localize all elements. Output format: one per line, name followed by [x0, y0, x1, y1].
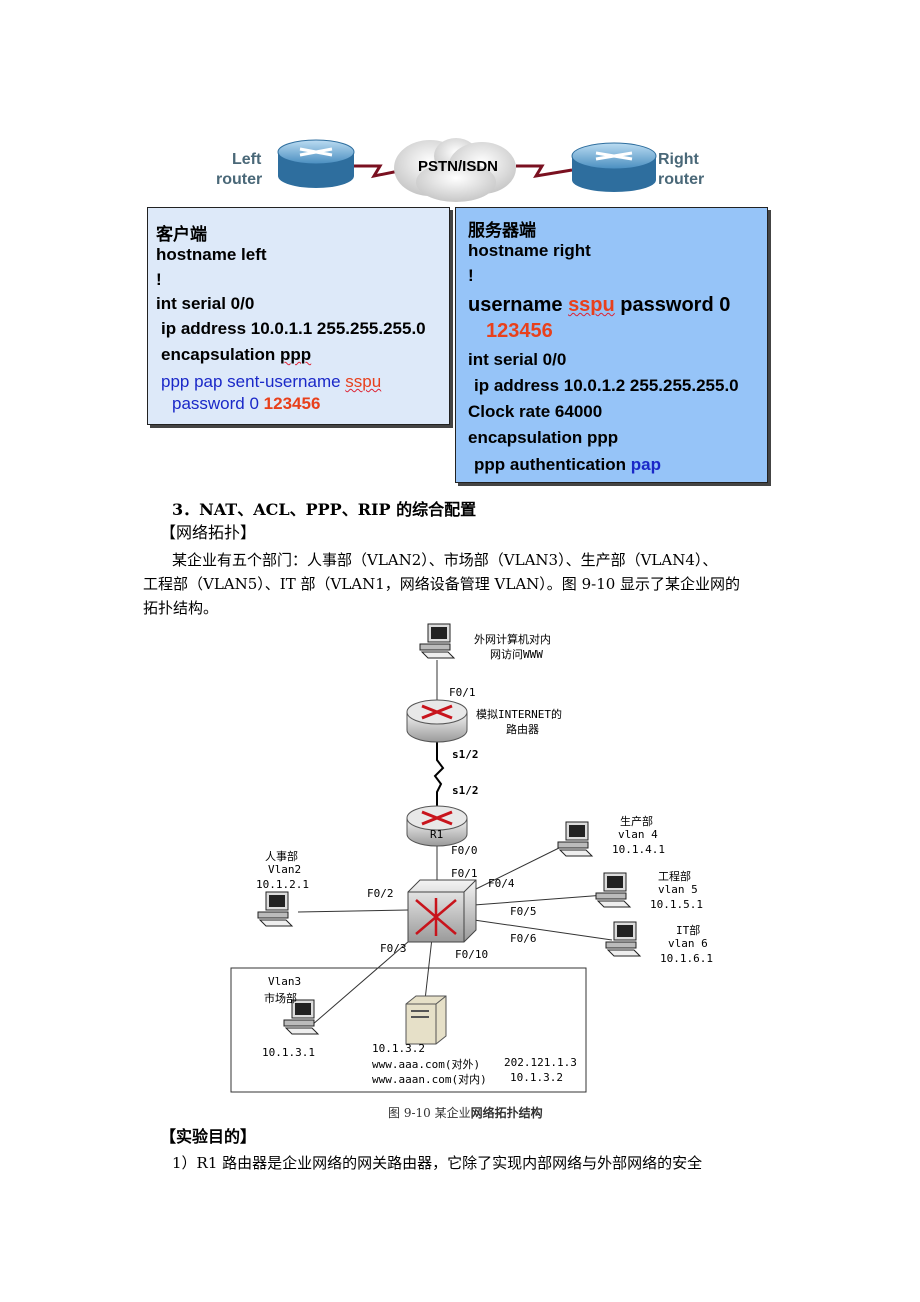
hr-vlan-label: Vlan2	[268, 863, 302, 876]
left-router-label-line2: router	[216, 171, 263, 188]
server-interface: int serial 0/0	[468, 350, 567, 369]
server-ip-label: 10.1.3.2	[372, 1042, 425, 1055]
engineering-pc-icon	[595, 872, 631, 908]
client-encap-prefix: encapsulation	[161, 345, 281, 364]
paragraph-line2: 工程部（VLAN5）、IT 部（VLAN1，网络设备管理 VLAN）。图 9-1…	[143, 575, 741, 593]
market-ip-label: 10.1.3.1	[262, 1046, 315, 1059]
topology-heading: 【网络拓扑】	[160, 523, 257, 542]
purpose-line1: 1）R1 路由器是企业网络的网关路由器，它除了实现内部网络与外部网络的安全	[172, 1154, 703, 1172]
client-ip: ip address 10.0.1.1 255.255.255.0	[161, 319, 426, 338]
internet-router-icon	[406, 699, 468, 743]
server-auth-prefix: ppp authentication	[474, 455, 631, 474]
client-hostname: hostname left	[156, 245, 267, 264]
figure-caption: 图 9-10 某企业网络拓扑结构	[388, 1104, 543, 1121]
client-pap-line: ppp pap sent-username sspu	[161, 372, 381, 392]
right-router-icon	[571, 142, 657, 192]
ext-pc-label-line1: 外网计算机对内	[474, 633, 551, 646]
hr-dept-label: 人事部	[265, 850, 298, 863]
server-internal-ip: 10.1.3.2	[510, 1071, 563, 1084]
left-router-label-line1: Left	[232, 151, 262, 168]
client-encap: encapsulation ppp	[161, 345, 311, 365]
left-router-icon	[277, 139, 355, 188]
server-title: 服务器端	[468, 221, 536, 240]
section-heading: 3．NAT、ACL、PPP、RIP 的综合配置	[172, 500, 477, 519]
right-router-label: Right router	[658, 150, 704, 190]
client-interface: int serial 0/0	[156, 294, 255, 313]
server-user-password: 123456	[486, 320, 553, 342]
server-user-name: sspu	[568, 294, 615, 316]
engineering-dept-label: 工程部	[658, 870, 691, 883]
production-dept-label: 生产部	[620, 815, 653, 828]
figure-caption-prefix: 图 9-10 某企业	[388, 1106, 471, 1120]
r1-router-icon	[406, 805, 468, 847]
port-f0-5-label: F0/5	[510, 905, 537, 918]
pstn-cloud-icon	[394, 138, 516, 202]
client-bang: !	[156, 270, 162, 289]
port-f0-10-label: F0/10	[455, 948, 489, 961]
ext-pc-label-line2: 网访问WWW	[490, 648, 543, 661]
server-user-suffix: password 0	[614, 294, 731, 316]
client-pap-prefix: ppp pap sent-username	[161, 372, 346, 391]
market-dept-label: 市场部	[264, 992, 297, 1005]
production-vlan-label: vlan 4	[618, 828, 658, 841]
server-config-box: 服务器端 hostname right ! username sspu pass…	[455, 207, 768, 483]
server-bang: !	[468, 266, 474, 285]
figure-caption-bold: 网络拓扑结构	[470, 1106, 543, 1120]
client-title: 客户端	[156, 225, 207, 244]
ppp-link-graphic	[277, 138, 657, 202]
paragraph-line3: 拓扑结构。	[143, 599, 219, 617]
server-clock: Clock rate 64000	[468, 402, 603, 421]
port-f0-2-label: F0/2	[367, 887, 394, 900]
server-encap: encapsulation ppp	[468, 428, 619, 447]
it-dept-label: IT部	[676, 924, 701, 937]
serial-bottom-label: s1/2	[452, 784, 479, 797]
market-vlan-label: Vlan3	[268, 975, 302, 988]
switch-f0-1-label: F0/1	[451, 867, 478, 880]
server-icon	[405, 995, 447, 1045]
internet-router-label-line1: 模拟INTERNET的	[476, 708, 562, 721]
it-pc-icon	[605, 921, 641, 957]
client-pw-value: 123456	[263, 394, 321, 413]
switch-icon	[407, 879, 477, 943]
server-external-ip: 202.121.1.3	[504, 1056, 577, 1069]
client-encap-word: ppp	[280, 345, 312, 364]
internet-f0-1-label: F0/1	[449, 686, 476, 699]
production-ip-label: 10.1.4.1	[612, 843, 665, 856]
server-username-line: username sspu password 0	[468, 294, 730, 317]
port-f0-6-label: F0/6	[510, 932, 537, 945]
paragraph-line1: 某企业有五个部门：人事部（VLAN2）、市场部（VLAN3）、生产部（VLAN4…	[172, 551, 718, 569]
engineering-vlan-label: vlan 5	[658, 883, 698, 896]
production-pc-icon	[557, 821, 593, 857]
hr-pc-icon	[257, 891, 293, 927]
server-external-domain: www.aaa.com(对外)	[372, 1058, 481, 1071]
internet-router-label-line2: 路由器	[506, 723, 539, 736]
serial-top-label: s1/2	[452, 748, 479, 761]
left-router-label: Left router	[216, 150, 262, 190]
cloud-label: PSTN/ISDN	[418, 158, 499, 175]
vlan3-boundary	[230, 967, 587, 1093]
right-router-label-line2: router	[658, 171, 705, 188]
hr-ip-label: 10.1.2.1	[256, 878, 309, 891]
engineering-ip-label: 10.1.5.1	[650, 898, 703, 911]
client-pap-user: sspu	[345, 372, 382, 391]
server-user-prefix: username	[468, 294, 569, 316]
right-router-label-line1: Right	[658, 151, 699, 168]
it-vlan-label: vlan 6	[668, 937, 708, 950]
r1-label: R1	[430, 828, 444, 841]
client-pw-prefix: password 0	[172, 394, 264, 413]
port-f0-4-label: F0/4	[488, 877, 515, 890]
it-ip-label: 10.1.6.1	[660, 952, 713, 965]
server-internal-domain: www.aaan.com(对内)	[372, 1073, 487, 1086]
server-auth-word: pap	[630, 455, 662, 474]
external-pc-icon	[419, 623, 455, 659]
server-auth-line: ppp authentication pap	[474, 455, 661, 475]
r1-f0-0-label: F0/0	[451, 844, 478, 857]
server-hostname: hostname right	[468, 241, 591, 260]
port-f0-3-label: F0/3	[380, 942, 407, 955]
client-config-box: 客户端 hostname left ! int serial 0/0 ip ad…	[147, 207, 450, 425]
client-pap-password: password 0 123456	[172, 394, 320, 414]
purpose-heading: 【实验目的】	[160, 1127, 257, 1146]
server-ip: ip address 10.0.1.2 255.255.255.0	[474, 376, 739, 395]
